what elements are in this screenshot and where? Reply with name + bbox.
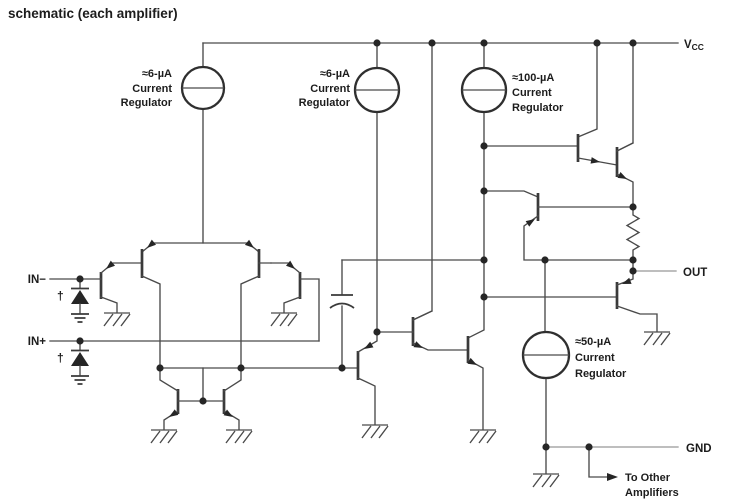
reg1-label-2: Current	[132, 83, 172, 95]
transistor-q11-output-pnp	[615, 259, 658, 332]
current-regulator-2: ≈6-µA Current Regulator	[299, 42, 401, 333]
input-clamp-diode-plus: †	[57, 340, 89, 385]
ground-symbol-q5	[361, 424, 389, 439]
wire-driver-collector	[412, 42, 433, 321]
ground-symbol-q7	[469, 429, 497, 444]
wire-mirror-base-rail	[177, 367, 225, 402]
mirror-transistor-right	[222, 367, 242, 430]
dagger-note-1: †	[57, 289, 64, 303]
in-minus-pin-label: IN−	[28, 274, 47, 286]
current-regulator-3: ≈100-µA Current Regulator	[460, 42, 564, 339]
to-other-amplifiers-branch: To Other Amplifiers	[588, 446, 679, 499]
junction-dots	[76, 39, 637, 451]
transistor-q7-npn	[466, 336, 484, 430]
transistor-q4-input-pnp	[270, 260, 320, 342]
reg4-label-3: Regulator	[575, 368, 627, 380]
reg2-label-1: ≈6-µA	[320, 68, 350, 80]
output-resistor	[625, 207, 641, 261]
transistor-q9-output-npn	[576, 134, 618, 166]
ground-symbol-mirror-right	[225, 429, 253, 444]
reg4-label-1: ≈50-µA	[575, 336, 611, 348]
page-title: schematic (each amplifier)	[8, 6, 178, 21]
to-other-label-1: To Other	[625, 472, 671, 484]
in-plus-pin-label: IN+	[28, 336, 47, 348]
input-bias-bar	[141, 239, 260, 253]
ground-symbol-q1	[103, 312, 131, 327]
reg3-label-1: ≈100-µA	[512, 72, 554, 84]
transistor-q6-npn-driver	[376, 310, 469, 351]
ground-symbol-mirror-left	[150, 429, 178, 444]
transistor-q5-pnp-second-stage	[356, 331, 378, 425]
transistor-q8-pnp-limit	[523, 193, 634, 261]
input-clamp-diode-minus: †	[57, 278, 89, 323]
reg2-label-3: Regulator	[299, 97, 351, 109]
reg3-label-3: Regulator	[512, 102, 564, 114]
reg4-label-2: Current	[575, 352, 615, 364]
reg3-label-2: Current	[512, 87, 552, 99]
transistor-q10-output-npn	[615, 142, 634, 209]
wire-gain-to-q8-collector	[483, 190, 539, 198]
mirror-transistor-left	[159, 367, 180, 430]
out-pin-label: OUT	[683, 267, 707, 279]
to-other-label-2: Amplifiers	[625, 487, 679, 499]
ground-symbol-q11	[643, 331, 671, 346]
transistor-q3-input-pnp	[240, 249, 272, 369]
wire-out1-collector	[577, 42, 598, 138]
vcc-pin-label: VCC	[684, 39, 704, 52]
wire-out2-collector	[616, 42, 634, 152]
dagger-note-2: †	[57, 351, 64, 365]
current-regulator-4: ≈50-µA Current Regulator	[521, 259, 627, 474]
current-regulator-1: ≈6-µA Current Regulator	[121, 42, 226, 244]
transistor-q2-input-pnp	[140, 249, 161, 369]
reg2-label-2: Current	[310, 83, 350, 95]
ground-symbol-reg4	[532, 473, 560, 488]
compensation-capacitor	[329, 259, 355, 368]
gnd-pin-label: GND	[686, 443, 712, 455]
ground-symbol-q4	[270, 312, 298, 327]
reg1-label-1: ≈6-µA	[142, 68, 172, 80]
transistor-q1-input-pnp	[49, 260, 143, 313]
reg1-label-3: Regulator	[121, 97, 173, 109]
